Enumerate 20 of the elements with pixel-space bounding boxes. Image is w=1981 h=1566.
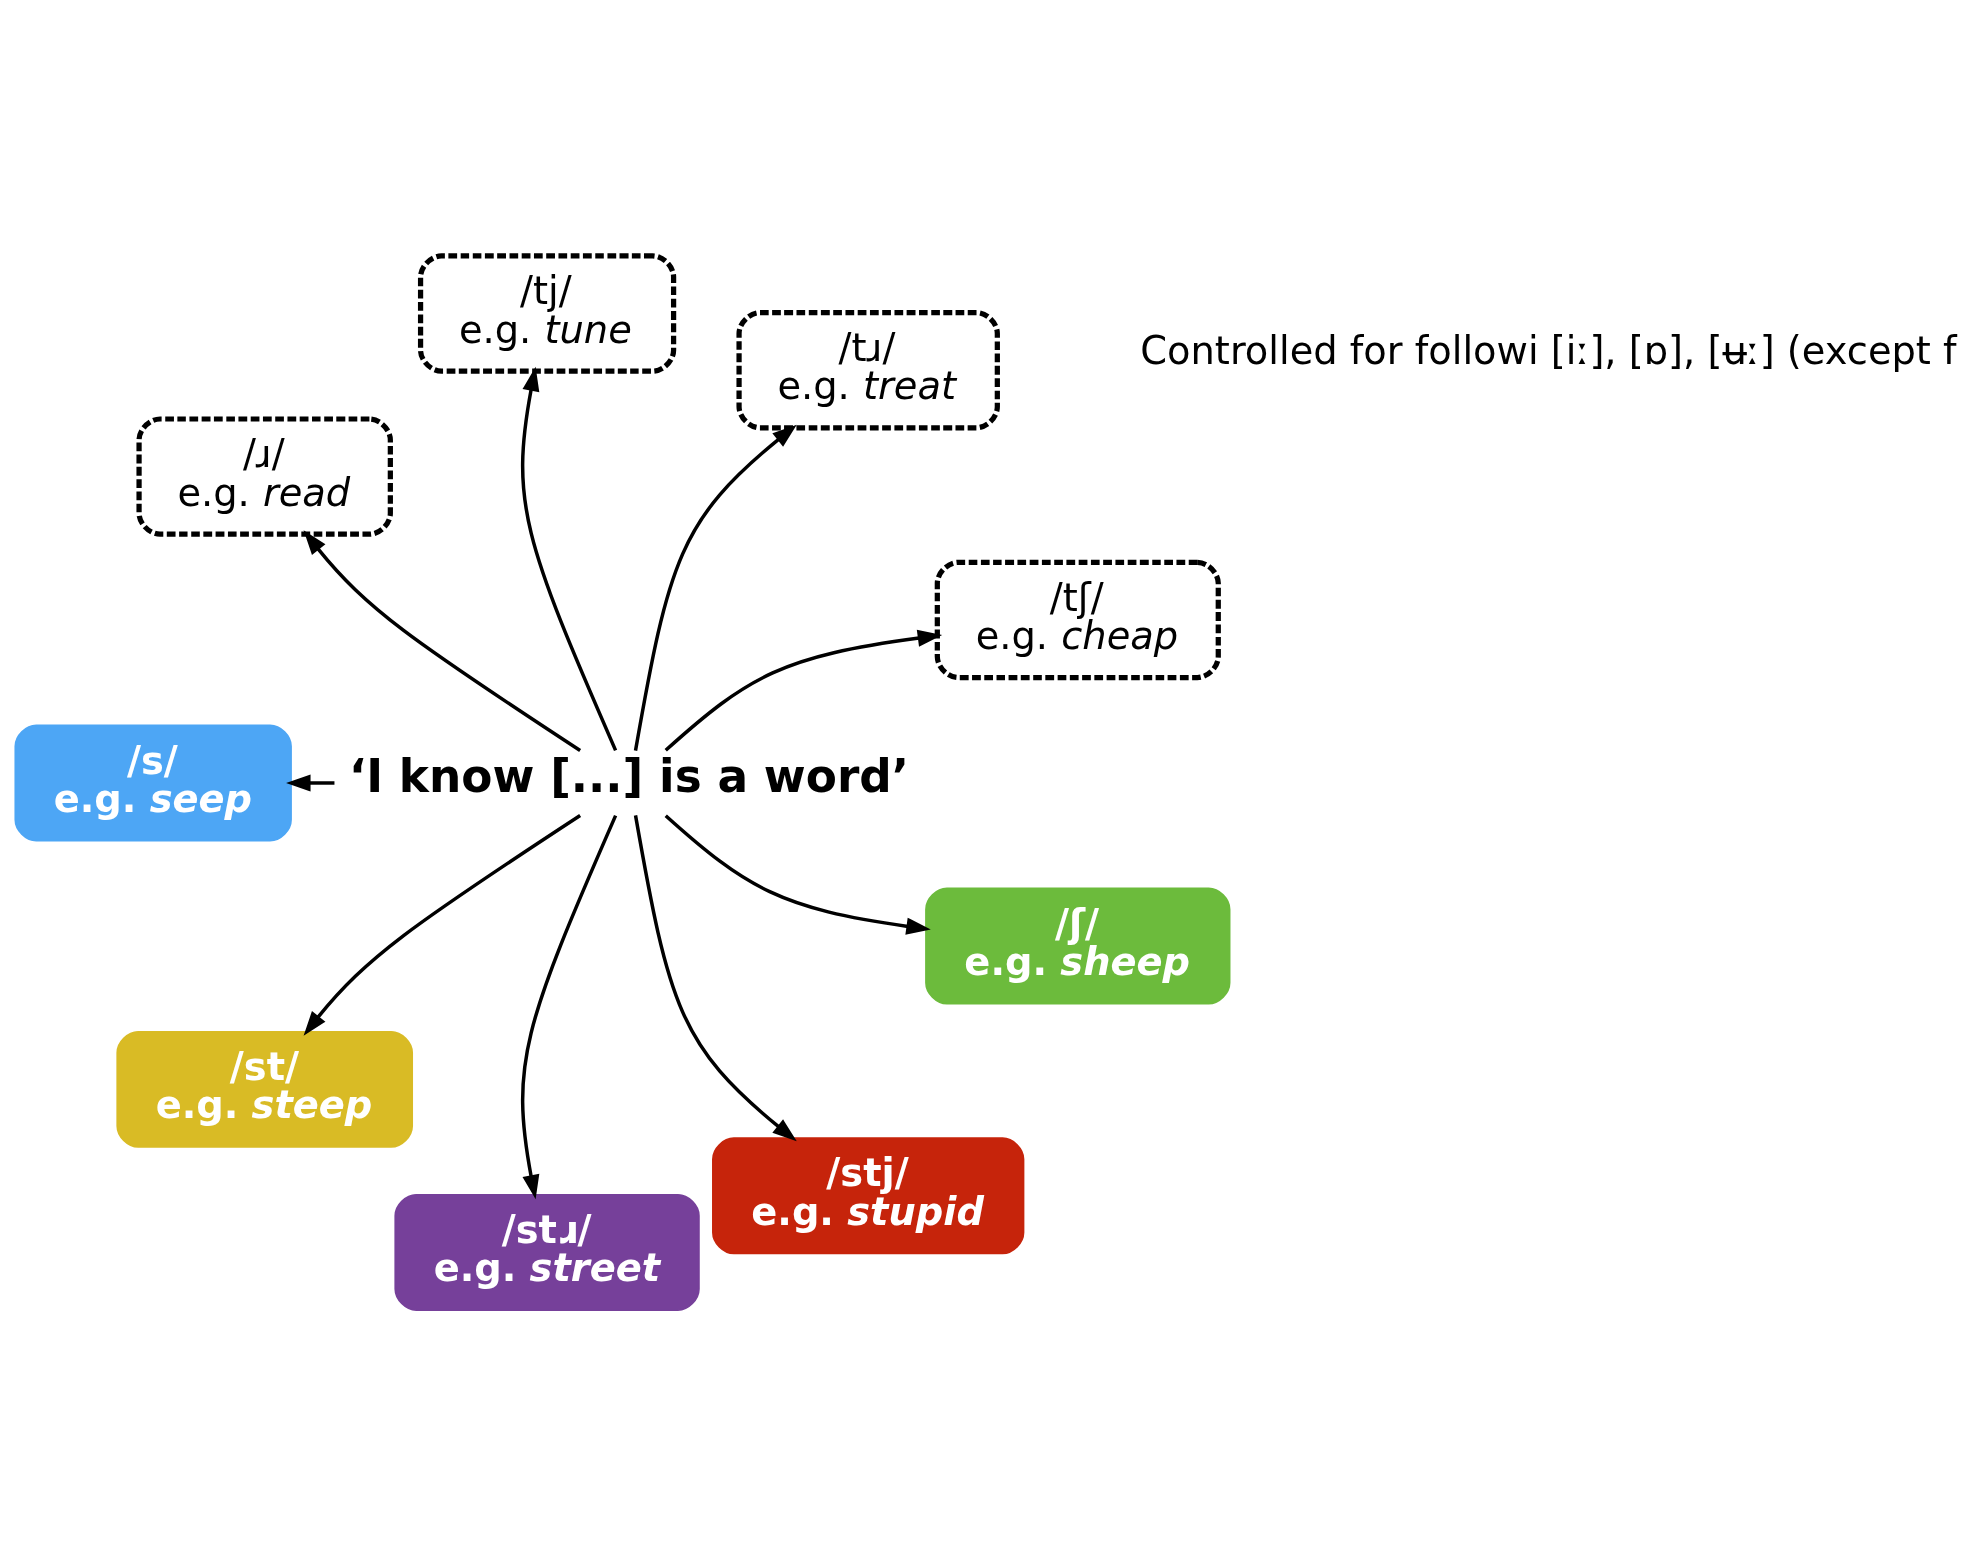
- node-box: /ɹ/ e.g. read: [136, 416, 393, 537]
- label: Controlled for followi [iː], [ɒ], [ʉː] (except f: [1140, 327, 1957, 373]
- arrow: [520, 814, 618, 1200]
- node-box: /s/ e.g. seep: [14, 724, 292, 842]
- node-box: /ʃ/ e.g. sheep: [925, 887, 1231, 1005]
- arrow: [664, 814, 931, 935]
- arrow: [286, 774, 335, 792]
- node-box: /tɹ/ e.g. treat: [736, 309, 1000, 431]
- arrow: [664, 629, 943, 752]
- node-text: ‘I know [...] is a word’: [348, 750, 909, 804]
- arrow: [520, 366, 618, 752]
- arrow: [303, 530, 582, 752]
- node-box: /stj/ e.g. stupid: [712, 1137, 1025, 1255]
- arrow: [303, 814, 582, 1036]
- node-box: /tʃ/ e.g. cheap: [934, 559, 1221, 681]
- node-box: /st/ e.g. steep: [116, 1030, 414, 1148]
- node-box: /tj/ e.g. tune: [417, 253, 677, 374]
- arrow: [633, 815, 797, 1142]
- arrow: [633, 424, 797, 751]
- node-box: /stɹ/ e.g. street: [394, 1193, 700, 1311]
